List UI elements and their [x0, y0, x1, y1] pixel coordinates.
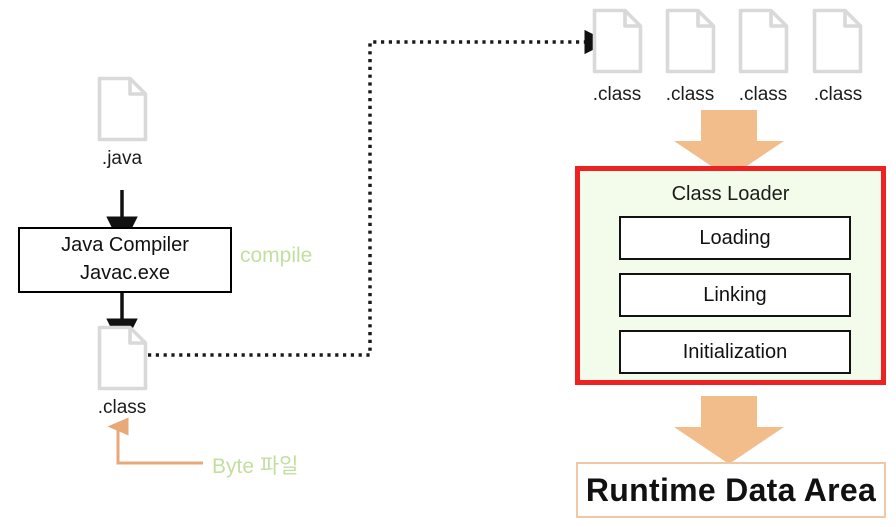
document-icon	[97, 325, 148, 391]
phase-label-initialization: Initialization	[682, 340, 788, 363]
document-icon	[592, 8, 643, 74]
java-file-label: .java	[101, 148, 143, 169]
document-icon	[812, 8, 863, 74]
phase-box-linking[interactable]: Linking	[619, 273, 851, 317]
class-file-label: .class	[97, 397, 147, 418]
runtime-data-area-box[interactable]: Runtime Data Area	[576, 462, 886, 518]
class-file-label-3: .class	[738, 84, 788, 105]
dotted-path-class-to-classfiles	[148, 29, 609, 357]
runtime-data-area-label: Runtime Data Area	[585, 471, 877, 508]
document-icon	[738, 8, 789, 74]
compiler-line-2: Javac.exe	[79, 262, 171, 284]
class-file-label-1: .class	[592, 84, 642, 105]
phase-label-linking: Linking	[703, 283, 767, 306]
byte-file-label: Byte 파일	[212, 455, 299, 478]
class-file-label-2: .class	[665, 84, 715, 105]
document-icon	[665, 8, 716, 74]
phase-box-initialization[interactable]: Initialization	[619, 330, 851, 374]
class-loader-box[interactable]: Class Loader Loading Linking Initializat…	[575, 166, 886, 385]
phase-box-loading[interactable]: Loading	[619, 216, 851, 260]
arrow-byte-file	[107, 417, 203, 465]
java-compiler-box[interactable]: Java Compiler Javac.exe	[18, 227, 232, 293]
document-icon	[97, 76, 148, 142]
fat-arrow-to-runtime	[674, 396, 784, 464]
compiler-line-1: Java Compiler	[61, 234, 189, 257]
compile-label: compile	[240, 244, 313, 267]
phase-label-loading: Loading	[699, 226, 771, 249]
class-loader-title: Class Loader	[671, 183, 790, 205]
class-file-label-4: .class	[813, 84, 863, 105]
